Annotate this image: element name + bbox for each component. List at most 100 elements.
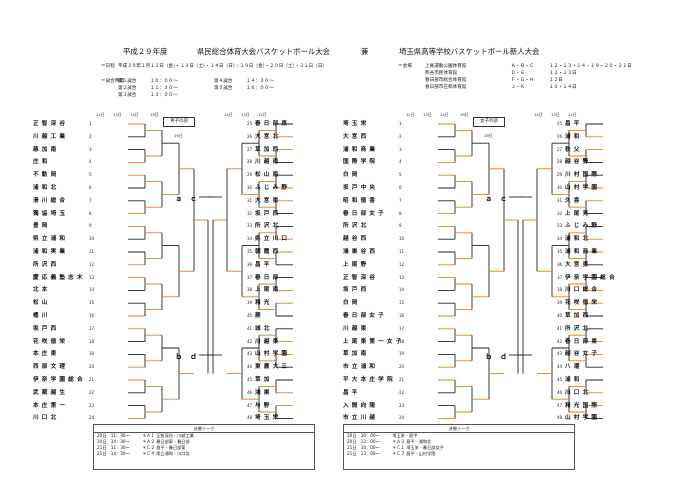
- women-team-right: 和光国際: [565, 402, 601, 409]
- women-team-right: 浦和: [565, 377, 583, 383]
- women-seed-right: 25: [557, 121, 563, 126]
- women-seed-left: 24: [399, 415, 405, 421]
- tournament-title-right: 埼玉県高等学校バスケットボール新人大会: [399, 47, 540, 56]
- men-division-date: 19日: [174, 133, 183, 138]
- men-seed-right: 36: [247, 261, 253, 267]
- women-final-league: 決勝リーグ 20日 10：00～ 埼玉栄 ‐ 昌平 20日 13：00～ ＊Ａ３…: [343, 424, 575, 470]
- men-team-right: 大宮東: [255, 197, 282, 204]
- men-seed-right: 40: [247, 313, 253, 318]
- women-team-right: 久喜: [565, 197, 583, 204]
- women-team-left: 坂戸西: [343, 287, 370, 294]
- women-league-title: 決勝リーグ: [344, 425, 574, 433]
- men-team-left: 武蔵越生: [33, 389, 69, 396]
- women-seed-right: 34: [557, 236, 563, 242]
- men-seed-left: 17: [89, 325, 95, 331]
- women-seed-left: 16: [399, 313, 405, 318]
- women-team-right: 川口北: [565, 389, 592, 396]
- women-seed-left: 11: [399, 249, 405, 254]
- women-team-left: 昌平: [343, 389, 361, 396]
- men-team-right: 草加: [255, 377, 273, 383]
- women-team-right: 秩父: [565, 146, 583, 153]
- women-team-left: 昭和徳香: [343, 197, 379, 204]
- women-seed-left: 21: [399, 377, 405, 382]
- women-seed-left: 5: [399, 172, 402, 178]
- men-team-right: 大宮北: [255, 133, 282, 140]
- men-seed-left: 2: [89, 133, 92, 139]
- women-team-left: 草加南: [343, 351, 370, 358]
- women-seed-right: 36: [557, 261, 563, 267]
- women-team-right: 上尾見: [565, 210, 592, 217]
- men-team-left: 浦和実業: [33, 249, 69, 255]
- men-team-left: 不動岡: [33, 172, 60, 179]
- men-team-left: 獨協埼玉: [33, 210, 69, 217]
- men-league-row: 20日 14：30～ ＊Ａ２ 春日部東 ‐ 春日部: [97, 439, 190, 444]
- women-team-left: 国際学院: [343, 159, 379, 166]
- men-seed-right: 34: [247, 236, 253, 242]
- women-seed-right: 43: [557, 351, 563, 357]
- men-seed-right: 38: [247, 287, 253, 293]
- women-team-right: 山村学園: [565, 415, 601, 422]
- men-seed-right: 41: [247, 325, 253, 331]
- men-seed-right: 46: [247, 389, 253, 395]
- venue-code: Ｄ・Ｅ: [511, 71, 525, 76]
- women-team-right: 川村国際: [565, 172, 601, 179]
- men-date-header: 12日: [258, 112, 267, 117]
- men-team-right: 昌平: [255, 261, 273, 268]
- women-date-header: 12日: [568, 112, 577, 117]
- men-seed-right: 31: [247, 197, 253, 203]
- women-team-right: 浦和北: [565, 236, 592, 243]
- men-team-right: 埼玉栄: [255, 415, 282, 422]
- women-seed-right: 47: [557, 402, 563, 408]
- women-date-header: 12日: [406, 112, 415, 117]
- men-team-right: 与野: [255, 402, 273, 409]
- men-seed-left: 11: [89, 249, 95, 254]
- men-team-right: ふじみ野: [255, 185, 291, 191]
- men-seed-left: 7: [89, 197, 92, 203]
- men-team-right: 朝霞西: [255, 249, 282, 255]
- match-time-label: 第３試合: [118, 93, 137, 98]
- women-seed-right: 35: [557, 249, 563, 254]
- men-seed-right: 47: [247, 402, 253, 408]
- women-seed-right: 33: [557, 223, 563, 229]
- men-seed-right: 42: [247, 338, 253, 344]
- women-seed-right: 41: [557, 325, 563, 331]
- men-date-header: 13日: [241, 112, 250, 117]
- men-team-right: 蕨: [255, 313, 264, 319]
- women-team-right: 昌平: [565, 121, 583, 127]
- match-time-value: １１：３０～: [150, 86, 178, 91]
- men-team-left: 花咲徳栄: [33, 338, 69, 345]
- women-seed-left: 9: [399, 223, 402, 229]
- women-division-label: 女子の部: [480, 119, 498, 124]
- men-team-right: 川越東: [255, 338, 282, 345]
- men-seed-right: 37: [247, 274, 253, 280]
- women-team-left: 上尾野: [343, 261, 370, 268]
- men-date-header: 12日: [96, 112, 105, 117]
- women-team-left: 白岡: [343, 300, 361, 307]
- men-seed-left: 24: [89, 415, 95, 421]
- match-time-label: 第５試合: [214, 86, 233, 91]
- men-team-left: 北本: [33, 287, 51, 294]
- women-team-right: ふじみ野: [565, 223, 601, 230]
- men-seed-left: 19: [89, 351, 95, 357]
- men-team-left: 所沢西: [33, 261, 60, 268]
- women-seed-left: 14: [399, 287, 405, 293]
- women-seed-left: 13: [399, 274, 405, 280]
- women-team-left: 鴻巣谷西: [343, 249, 379, 255]
- women-seed-left: 19: [399, 351, 405, 357]
- men-seed-left: 9: [89, 223, 92, 229]
- match-time-label: 第１試合: [118, 79, 137, 84]
- tournament-title-left: 県民総合体育大会バスケットボール大会: [197, 47, 331, 56]
- women-seed-right: 29: [557, 172, 563, 178]
- schedule-text: 平成３０年１月１２日（金）・１３日（土）・１４日（日）・１９日（金）・２０日（土…: [118, 64, 328, 69]
- men-date-header: 14日: [224, 112, 233, 117]
- men-team-left: 正智深谷: [33, 121, 69, 127]
- women-team-left: 入間向陽: [343, 402, 379, 409]
- men-team-left: 桶川: [33, 313, 51, 319]
- women-team-right: 所沢北: [565, 325, 592, 332]
- women-seed-right: 44: [557, 364, 563, 370]
- men-seed-right: 43: [247, 351, 253, 357]
- men-seed-right: 27: [247, 146, 253, 152]
- men-final-league: 決勝リーグ 20日 11：30～ ＊Ａ１ 正智深谷 ‐ 川越工業 20日 14：…: [93, 424, 315, 470]
- women-team-right: 大宮東: [565, 261, 592, 268]
